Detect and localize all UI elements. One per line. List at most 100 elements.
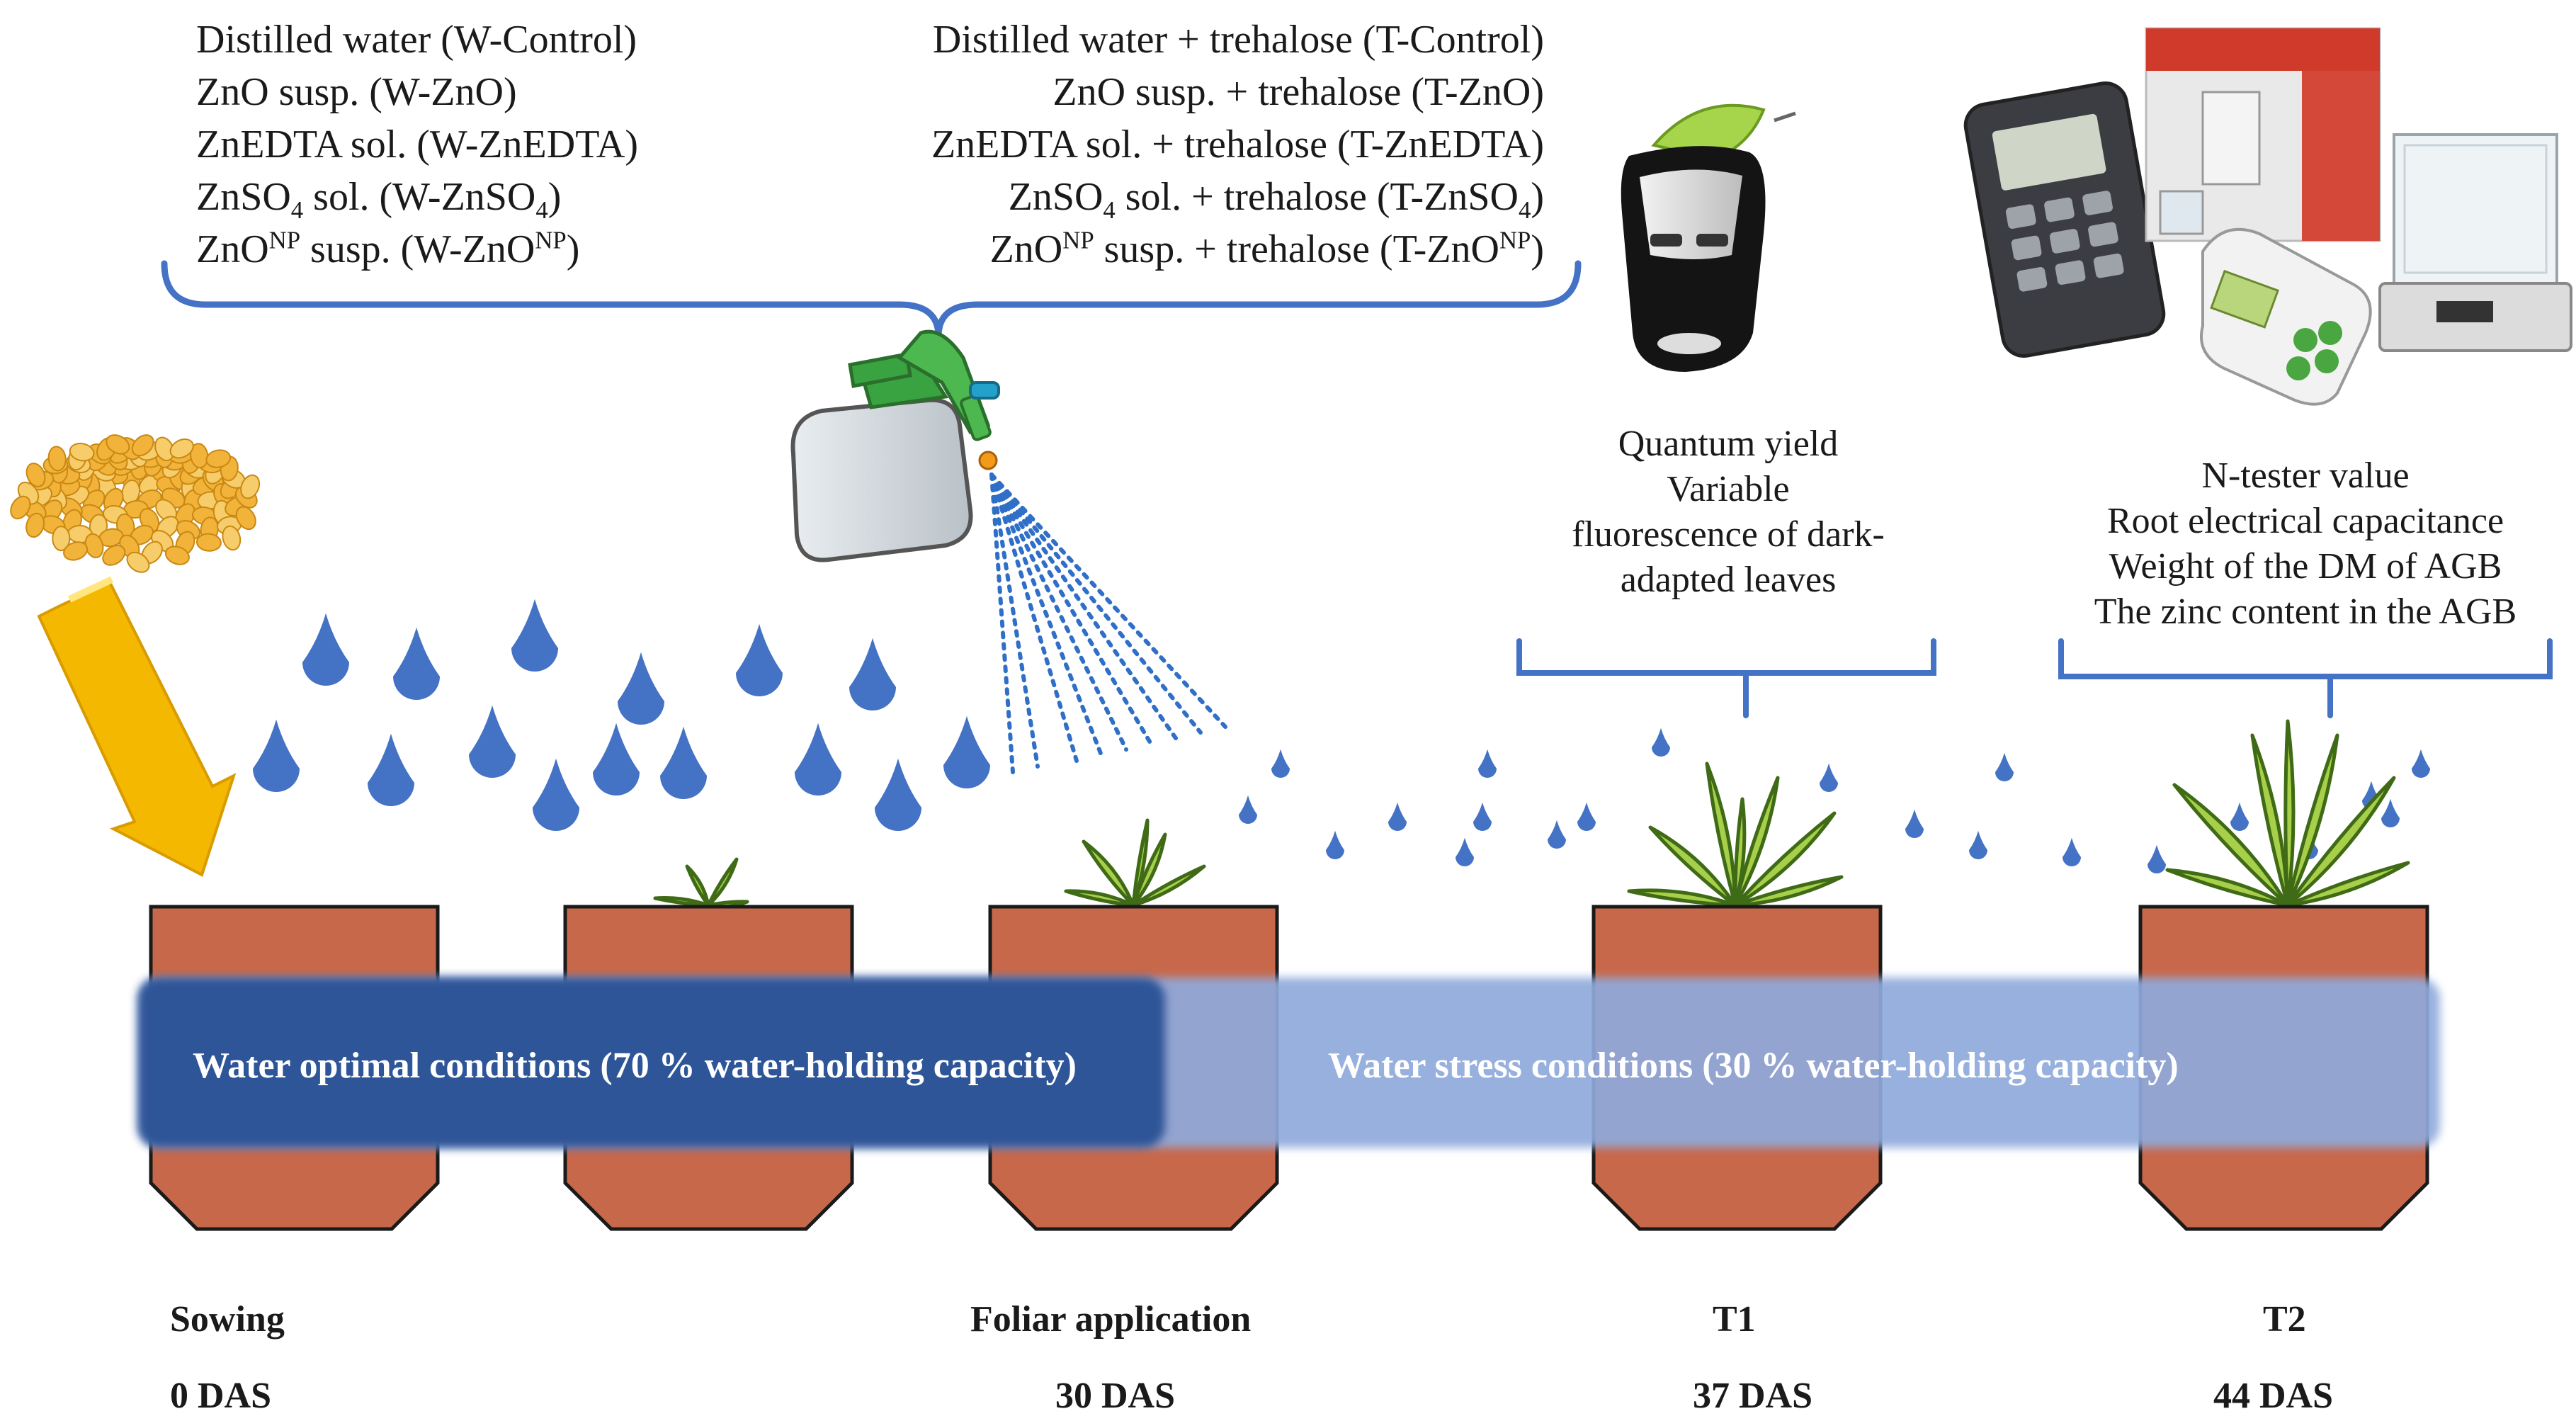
water-drop-icon [2412, 749, 2430, 778]
water-drop-icon [1326, 830, 1344, 859]
leaf [1733, 811, 1837, 907]
leaf [1733, 875, 1844, 907]
maize-seed [52, 526, 71, 552]
water-drop-icon [1905, 809, 1924, 838]
water-drop-icon [943, 715, 990, 788]
leaf [1733, 776, 1780, 907]
water-drop-icon [660, 726, 707, 799]
spray-stream [989, 472, 1128, 752]
t1-measure-item: adapted leaves [1620, 560, 1837, 600]
t2-measurements: N-tester value Root electrical capacitan… [2015, 453, 2576, 635]
water-drop-icon [2062, 837, 2081, 866]
trehalose-treatment-item: ZnO susp. + trehalose (T-ZnO) [1052, 70, 1544, 114]
water-drop-icon [511, 599, 558, 672]
spray-stream [989, 472, 1153, 746]
maize-seed [63, 541, 89, 561]
t2-measure-item: N-tester value [2201, 455, 2410, 496]
spray-stream [989, 472, 1079, 763]
t2-measure-item: The zinc content in the AGB [2094, 591, 2517, 632]
trehalose-treatment-item: ZnEDTA sol. + trehalose (T-ZnEDTA) [931, 123, 1544, 166]
stage-name: Foliar application [970, 1299, 1252, 1340]
maize-seed [190, 443, 209, 469]
stage-das: 37 DAS [1693, 1376, 1813, 1416]
maize-seed [131, 434, 154, 457]
t2-measure-item: Weight of the DM of AGB [2109, 546, 2502, 587]
stage-das: 30 DAS [1055, 1376, 1176, 1416]
leaf [2172, 783, 2290, 907]
leaf [2165, 868, 2290, 907]
spray-stream [989, 472, 1227, 729]
water-drop-icon [533, 758, 579, 831]
water-treatment-item: ZnO susp. (W-ZnO) [196, 70, 517, 114]
leaf [2283, 719, 2296, 907]
maize-seed [47, 446, 67, 472]
leaf [2250, 733, 2290, 907]
maize-seed [126, 551, 150, 573]
leaf [1733, 797, 1747, 907]
stage-das: 0 DAS [170, 1376, 272, 1416]
water-drop-icon [302, 613, 349, 686]
trehalose-treatment-item: ZnSO4 sol. + trehalose (T-ZnSO4) [1008, 175, 1544, 225]
maize-seeds-icon [10, 434, 261, 573]
water-drop-icon [1388, 802, 1407, 831]
maize-seed [25, 512, 45, 538]
spray-mist [989, 472, 1227, 774]
water-drops [253, 599, 2430, 873]
water-treatment-item: ZnONP susp. (W-ZnONP) [196, 226, 580, 271]
maize-seed [10, 495, 31, 520]
leaf [653, 895, 710, 907]
stage-name: T1 [1713, 1299, 1756, 1340]
spray-stream [989, 472, 1015, 774]
water-drop-icon [1820, 763, 1838, 792]
t2-bracket [2058, 638, 2553, 718]
stress-band-label: Water stress conditions (30 % water-hold… [1328, 1046, 2179, 1086]
water-drop-icon [1548, 820, 1566, 849]
optimal-band-label: Water optimal conditions (70 % water-hol… [193, 1046, 1077, 1086]
stage-das: 44 DAS [2213, 1376, 2334, 1416]
leaf [2286, 733, 2339, 907]
leaf [685, 864, 710, 907]
maize-seed [106, 434, 130, 455]
water-drop-icon [1456, 837, 1474, 866]
maize-seed [164, 545, 190, 565]
maize-seed [69, 443, 95, 462]
trehalose-treatment-list: Distilled water + trehalose (T-Control) Z… [931, 20, 1544, 282]
water-drop-icon [1652, 728, 1670, 757]
water-treatment-list: Distilled water (W-Control) ZnO susp. (W-… [196, 20, 638, 282]
spray-bottle-icon [790, 329, 1000, 562]
leaf [1648, 825, 1737, 907]
maize-seed [169, 438, 194, 459]
leaf [1131, 864, 1206, 907]
t1-measure-item: Variable [1667, 469, 1790, 509]
water-drop-icon [618, 652, 664, 725]
maize-seed [235, 506, 256, 531]
water-drop-icon [368, 733, 414, 806]
lab-instruments-icon [1963, 27, 2572, 406]
spray-stream [989, 472, 1178, 740]
t1-measure-item: fluorescence of dark- [1572, 514, 1885, 555]
maize-seed [25, 463, 46, 487]
water-drop-icon [1239, 795, 1257, 824]
trehalose-treatment-item: ZnONP susp. + trehalose (T-ZnONP) [989, 226, 1544, 271]
water-bands [138, 978, 2440, 1148]
sun-arrow-icon [37, 576, 237, 877]
spray-stream [989, 472, 1103, 757]
maize-seed [222, 525, 242, 551]
spray-stream [989, 472, 1040, 769]
water-treatment-item: Distilled water (W-Control) [196, 18, 637, 62]
water-drop-icon [1473, 802, 1492, 831]
leaf [2286, 861, 2410, 907]
leaf [2286, 776, 2396, 907]
leaf [1082, 839, 1135, 907]
water-drop-icon [1271, 749, 1290, 778]
water-treatment-item: ZnSO4 sol. (W-ZnSO4) [196, 175, 562, 225]
trehalose-treatment-item: Distilled water + trehalose (T-Control) [932, 18, 1544, 62]
stage-name: T2 [2263, 1299, 2306, 1340]
maize-seed [102, 545, 126, 566]
water-drop-icon [1969, 830, 1987, 859]
leaf [706, 857, 739, 907]
maize-seed [205, 449, 232, 468]
water-drop-icon [593, 723, 640, 796]
leaf [1064, 889, 1135, 907]
water-drop-icon [2381, 798, 2400, 827]
